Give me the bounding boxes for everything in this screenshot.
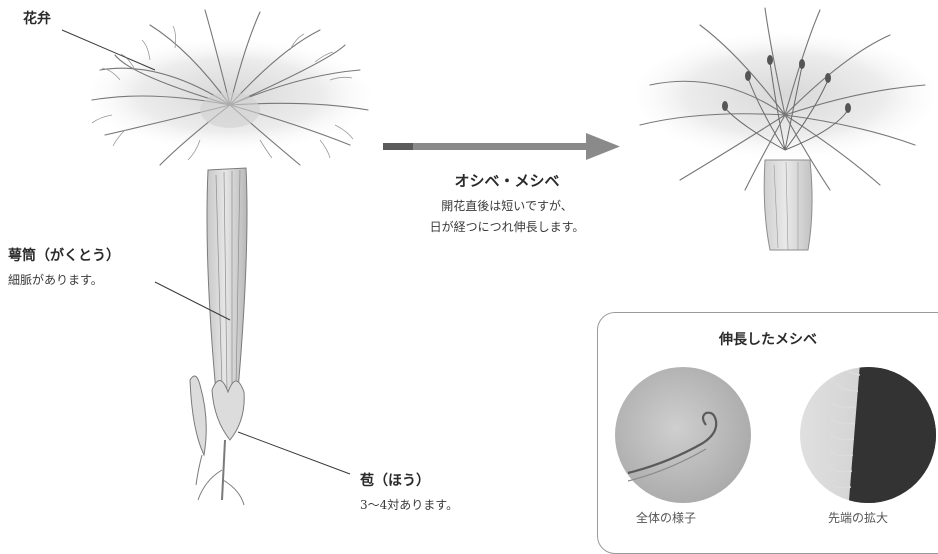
calyx-desc: 細脈があります。 [8,271,120,288]
bract-title: 苞（ほう） [360,470,458,490]
stamens-desc-line2: 日が経つにつれ伸長します。 [382,218,632,235]
elongated-pistil-panel: 伸長したメシベ [597,312,938,554]
pistil-whole-photo [615,367,751,503]
caption-whole: 全体の様子 [636,509,696,526]
left-flower-head [90,10,370,165]
stamens-title: オシベ・メシベ [382,170,632,191]
right-calyx-tube [764,160,812,250]
stamens-desc-line1: 開花直後は短いですが、 [382,197,632,214]
left-bracts-stem [190,376,244,505]
bract-desc: 3〜4対あります。 [360,496,458,513]
pistil-tip-photo [798,363,938,513]
calyx-caption: 萼筒（がくとう） 細脈があります。 [8,245,120,288]
bract-leader-line [238,432,350,474]
calyx-title: 萼筒（がくとう） [8,245,120,265]
growth-arrow [383,133,620,160]
stamens-caption: オシベ・メシベ 開花直後は短いですが、 日が経つにつれ伸長します。 [382,170,632,235]
left-calyx-tube [207,168,247,392]
petal-leader-line [62,30,155,70]
caption-tip: 先端の拡大 [828,509,888,526]
bract-caption: 苞（ほう） 3〜4対あります。 [360,470,458,513]
petal-label: 花弁 [23,8,51,28]
